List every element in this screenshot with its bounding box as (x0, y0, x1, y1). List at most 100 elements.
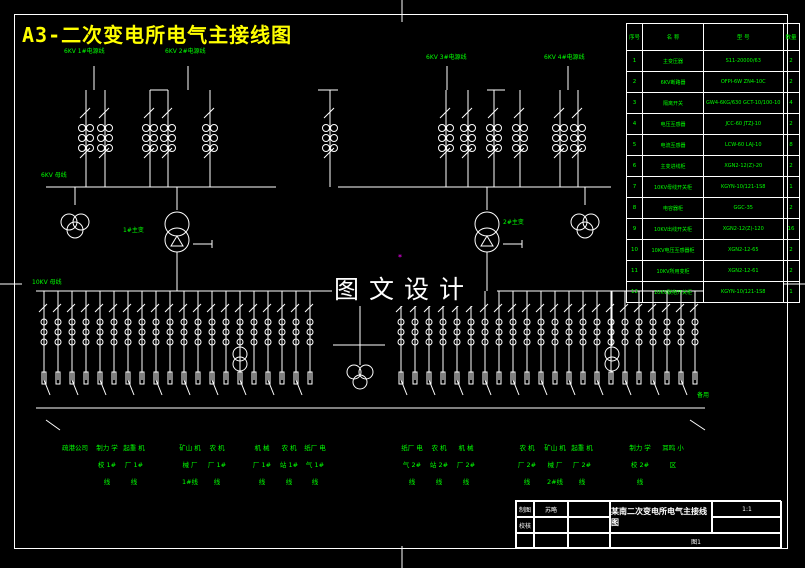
current-transformer-icon (150, 124, 158, 132)
circuit-breaker-icon (521, 303, 531, 313)
outgoing-line (568, 379, 576, 396)
disconnect-switch-icon (143, 107, 155, 119)
current-transformer-icon (570, 134, 578, 142)
legend-cell: 2 (625, 71, 644, 93)
current-transformer-icon (425, 328, 433, 336)
current-transformer-icon (578, 134, 586, 142)
current-transformer-icon (124, 318, 132, 326)
hv-busbar-label: 6KV 母线 (41, 172, 67, 179)
current-transformer-icon (152, 338, 160, 346)
current-transformer-icon (160, 124, 168, 132)
current-transformer-icon (446, 134, 454, 142)
current-transformer-icon (306, 338, 314, 346)
legend-cell: 10 (625, 239, 644, 261)
feeder-label: 起重 机厂 2#线 (571, 444, 593, 486)
legend-cell: 2 (782, 239, 800, 261)
current-transformer-icon (278, 318, 286, 326)
outgoing-line (624, 379, 632, 396)
surge-arrester-icon (307, 371, 313, 385)
legend-cell: 12 (625, 281, 644, 303)
voltage-transformer-icon (232, 356, 248, 372)
circuit-breaker-icon (178, 303, 188, 313)
circuit-breaker-icon (248, 303, 258, 313)
current-transformer-icon (411, 328, 419, 336)
current-transformer-icon (467, 318, 475, 326)
current-transformer-icon (570, 144, 578, 152)
circuit-breaker-icon (262, 303, 272, 313)
power-transformer-icon (164, 227, 190, 253)
current-transformer-icon (110, 318, 118, 326)
current-transformer-icon (621, 328, 629, 336)
current-transformer-icon (250, 318, 258, 326)
disconnect-switch-icon (98, 147, 110, 159)
current-transformer-icon (322, 144, 330, 152)
current-transformer-icon (438, 134, 446, 142)
current-transformer-icon (439, 328, 447, 336)
surge-arrester-icon (622, 371, 628, 385)
surge-arrester-icon (608, 371, 614, 385)
surge-arrester-icon (251, 371, 257, 385)
current-transformer-icon (322, 134, 330, 142)
current-transformer-icon (621, 338, 629, 346)
blank-cell (712, 517, 782, 533)
current-transformer-icon (663, 318, 671, 326)
power-transformer-icon (474, 227, 500, 253)
legend-cell: S11-20000/63 (703, 50, 784, 72)
incoming-line-label: 6KV 3#电源线 (426, 54, 467, 61)
surge-arrester-icon (594, 371, 600, 385)
circuit-breaker-icon (479, 303, 489, 313)
legend-cell: 11 (625, 260, 644, 282)
surge-arrester-icon (195, 371, 201, 385)
current-transformer-icon (222, 328, 230, 336)
circuit-breaker-icon (80, 303, 90, 313)
current-transformer-icon (486, 134, 494, 142)
surge-arrester-icon (538, 371, 544, 385)
legend-cell: XGN2-12-61 (703, 260, 784, 282)
surge-arrester-icon (552, 371, 558, 385)
feeder-label: 矿山 机械 厂 1#线 (179, 444, 201, 486)
title-block: 制图 苏略 校核 某南二次变电所电气主接线图 1:1 图1 (515, 500, 782, 549)
current-transformer-icon (494, 134, 502, 142)
current-transformer-icon (202, 134, 210, 142)
disconnect-switch-icon (143, 147, 155, 159)
current-transformer-icon (330, 144, 338, 152)
feeder-label: 制力 学校 1#线 (96, 444, 118, 486)
legend-cell: 3 (625, 92, 644, 114)
circuit-breaker-icon (206, 303, 216, 313)
legend-cell: 9 (625, 218, 644, 240)
circuit-breaker-icon (577, 303, 587, 313)
current-transformer-icon (250, 338, 258, 346)
current-transformer-icon (105, 144, 113, 152)
outgoing-line (267, 379, 275, 396)
current-transformer-icon (467, 328, 475, 336)
circuit-breaker-icon (535, 303, 545, 313)
outgoing-line (99, 379, 107, 396)
current-transformer-icon (322, 124, 330, 132)
current-transformer-icon (481, 338, 489, 346)
disconnect-switch-icon (439, 107, 451, 119)
surge-arrester-icon (111, 371, 117, 385)
current-transformer-icon (593, 318, 601, 326)
disconnect-switch-icon (323, 147, 335, 159)
current-transformer-icon (663, 328, 671, 336)
circuit-breaker-icon (647, 303, 657, 313)
legend-cell: 主变进线柜 (642, 155, 705, 177)
circuit-breaker-icon (493, 303, 503, 313)
current-transformer-icon (138, 338, 146, 346)
legend-cell: LCW-60 LAJ-10 (703, 134, 784, 156)
current-transformer-icon (292, 318, 300, 326)
current-transformer-icon (202, 124, 210, 132)
current-transformer-icon (560, 134, 568, 142)
disconnect-switch-icon (487, 107, 499, 119)
current-transformer-icon (194, 338, 202, 346)
legend-cell: 电压互感器 (642, 113, 705, 135)
current-transformer-icon (537, 318, 545, 326)
feeder-label: 纸厂 电气 2#线 (401, 444, 423, 486)
current-transformer-icon (579, 318, 587, 326)
current-transformer-icon (520, 144, 528, 152)
legend-cell: 隔离开关 (642, 92, 705, 114)
current-transformer-icon (105, 134, 113, 142)
